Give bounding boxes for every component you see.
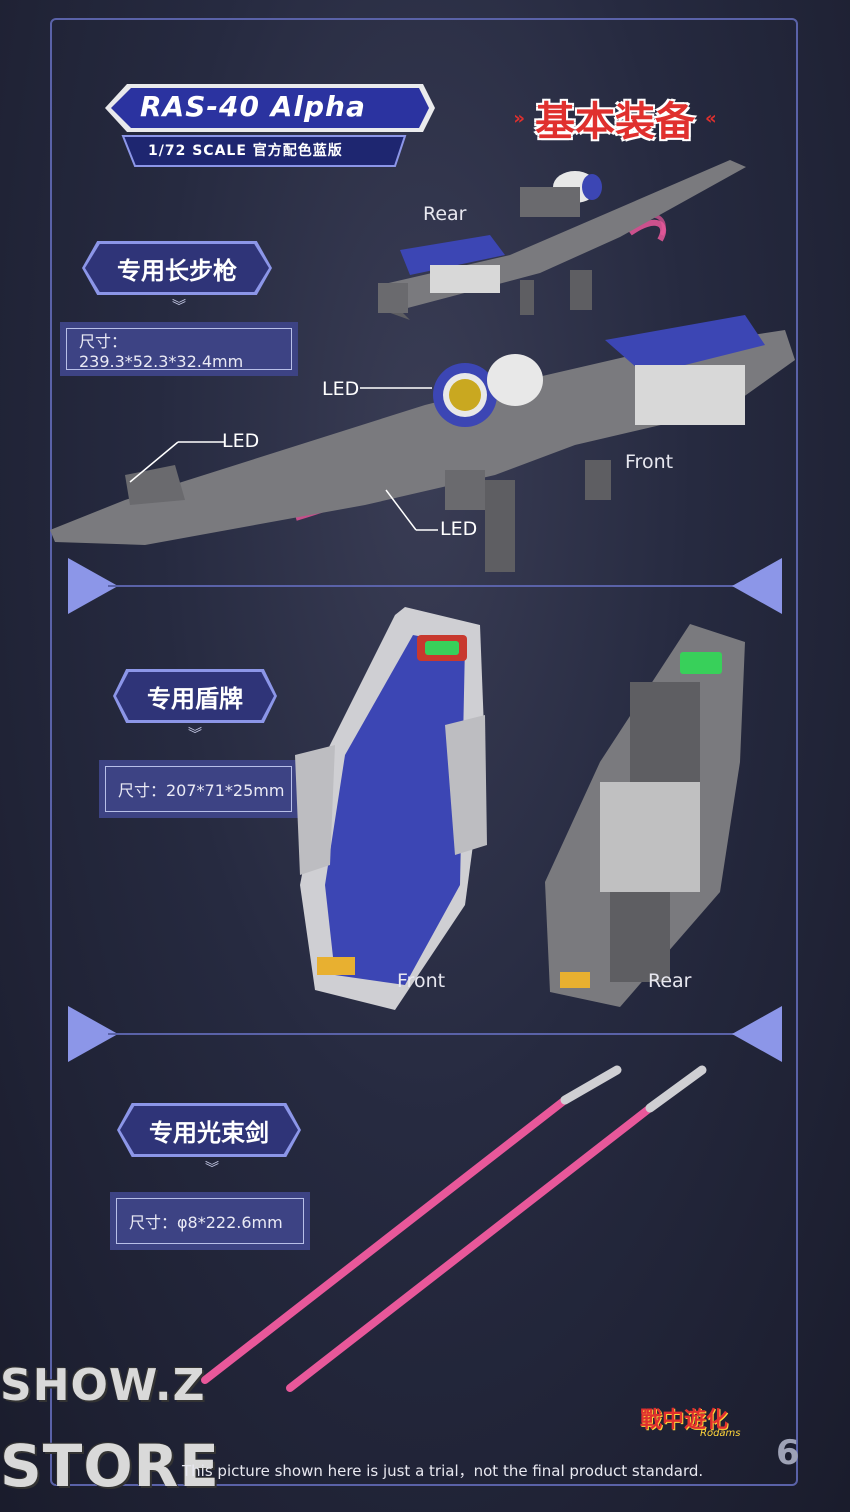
section-divider	[68, 1006, 782, 1062]
rifle-rear-label: Rear	[423, 203, 467, 225]
shield-dimensions-text: 尺寸：207*71*25mm	[105, 766, 292, 812]
section-divider	[68, 558, 782, 614]
shield-front-label: Front	[397, 970, 446, 992]
led-label-muzzle: LED	[222, 430, 260, 452]
shield-front-image	[295, 607, 487, 1010]
shield-name-pill: 专用盾牌	[116, 672, 274, 720]
shield-rear-label: Rear	[648, 970, 692, 992]
saber-dimensions-text: 尺寸：φ8*222.6mm	[116, 1198, 304, 1244]
brand-logo: 戰中遊化	[640, 1407, 729, 1433]
rifle-rear-image	[378, 160, 746, 320]
watermark-line2: STORE	[0, 1432, 220, 1500]
led-label-scope: LED	[322, 378, 360, 400]
product-title: RAS-40 Alpha	[140, 90, 366, 123]
shield-dimensions: 尺寸：207*71*25mm	[99, 760, 298, 818]
watermark-line1: SHOW.Z	[0, 1360, 206, 1411]
led-callout-lines	[129, 387, 438, 531]
title-badge	[105, 82, 435, 167]
rifle-name-pill: 专用长步枪	[85, 244, 269, 292]
saber-name-pill: 专用光束剑	[120, 1106, 298, 1154]
arrows-right: «	[705, 107, 717, 129]
rifle-front-label: Front	[625, 451, 674, 473]
product-subtitle: 1/72 SCALE 官方配色蓝版	[148, 143, 343, 159]
saber-dimensions: 尺寸：φ8*222.6mm	[110, 1192, 310, 1250]
chevron-down-icon: ︾	[205, 1161, 219, 1177]
chevron-down-icon: ︾	[172, 299, 186, 315]
page-frame	[50, 18, 798, 1486]
arrows-left: »	[513, 107, 525, 129]
disclaimer-text: This picture shown here is just a trial，…	[182, 1462, 704, 1480]
led-label-beam: LED	[440, 518, 478, 540]
rifle-dimensions-text: 尺寸：239.3*52.3*32.4mm	[66, 328, 292, 371]
chevron-down-icon: ︾	[188, 727, 202, 743]
rifle-dimensions: 尺寸：239.3*52.3*32.4mm	[60, 322, 298, 376]
beam-saber-image	[201, 1065, 707, 1392]
rifle-front-image	[50, 315, 795, 572]
brand-logo-sub: Rodams	[700, 1428, 741, 1439]
page-number: 6	[776, 1433, 800, 1473]
section-heading: » 基本装备 «	[480, 88, 750, 148]
shield-rear-image	[545, 624, 745, 1007]
section-heading-text: 基本装备	[535, 99, 695, 145]
